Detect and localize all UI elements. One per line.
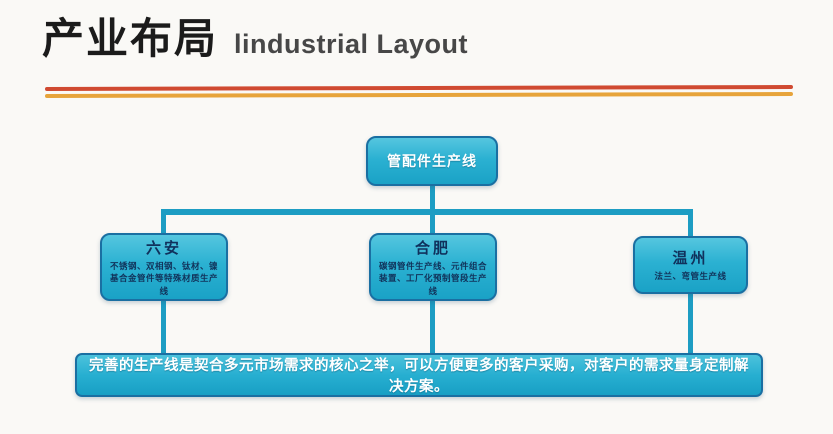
connector-wenzhou-footer	[688, 292, 693, 355]
node-luan: 六安 不锈钢、双相钢、钛材、镍基合金管件等特殊材质生产线	[100, 233, 228, 301]
node-luan-desc: 不锈钢、双相钢、钛材、镍基合金管件等特殊材质生产线	[110, 261, 219, 296]
summary-text: 完善的生产线是契合多元市场需求的核心之举，可以方便更多的客户采购，对客户的需求量…	[89, 358, 749, 395]
title-chinese: 产业布局	[42, 15, 219, 62]
node-pipe-fittings-line: 管配件生产线	[366, 136, 498, 186]
page-title: 产业布局 lindustrial Layout	[42, 15, 469, 62]
node-wenzhou-name: 温州	[672, 250, 709, 268]
node-hefei-name: 合肥	[414, 240, 451, 258]
node-hefei: 合肥 碳钢管件生产线、元件组合装置、工厂化预制管段生产线	[369, 233, 497, 301]
node-hefei-desc: 碳钢管件生产线、元件组合装置、工厂化预制管段生产线	[379, 261, 488, 296]
connector-to-hefei	[430, 212, 435, 234]
node-wenzhou-desc: 法兰、弯管生产线	[654, 271, 727, 282]
divider-red-line	[44, 85, 794, 91]
connector-horizontal	[161, 209, 693, 215]
connector-to-wenzhou	[688, 212, 693, 237]
connector-hefei-footer	[430, 299, 435, 355]
node-wenzhou: 温州 法兰、弯管生产线	[633, 236, 748, 294]
title-english: lindustrial Layout	[234, 29, 469, 59]
connector-root-down	[430, 185, 435, 212]
root-node-label: 管配件生产线	[387, 153, 477, 169]
divider-orange-line	[44, 92, 794, 98]
connector-to-luan	[161, 212, 166, 234]
summary-bar: 完善的生产线是契合多元市场需求的核心之举，可以方便更多的客户采购，对客户的需求量…	[75, 353, 763, 397]
connector-luan-footer	[161, 299, 166, 355]
node-luan-name: 六安	[145, 240, 182, 258]
